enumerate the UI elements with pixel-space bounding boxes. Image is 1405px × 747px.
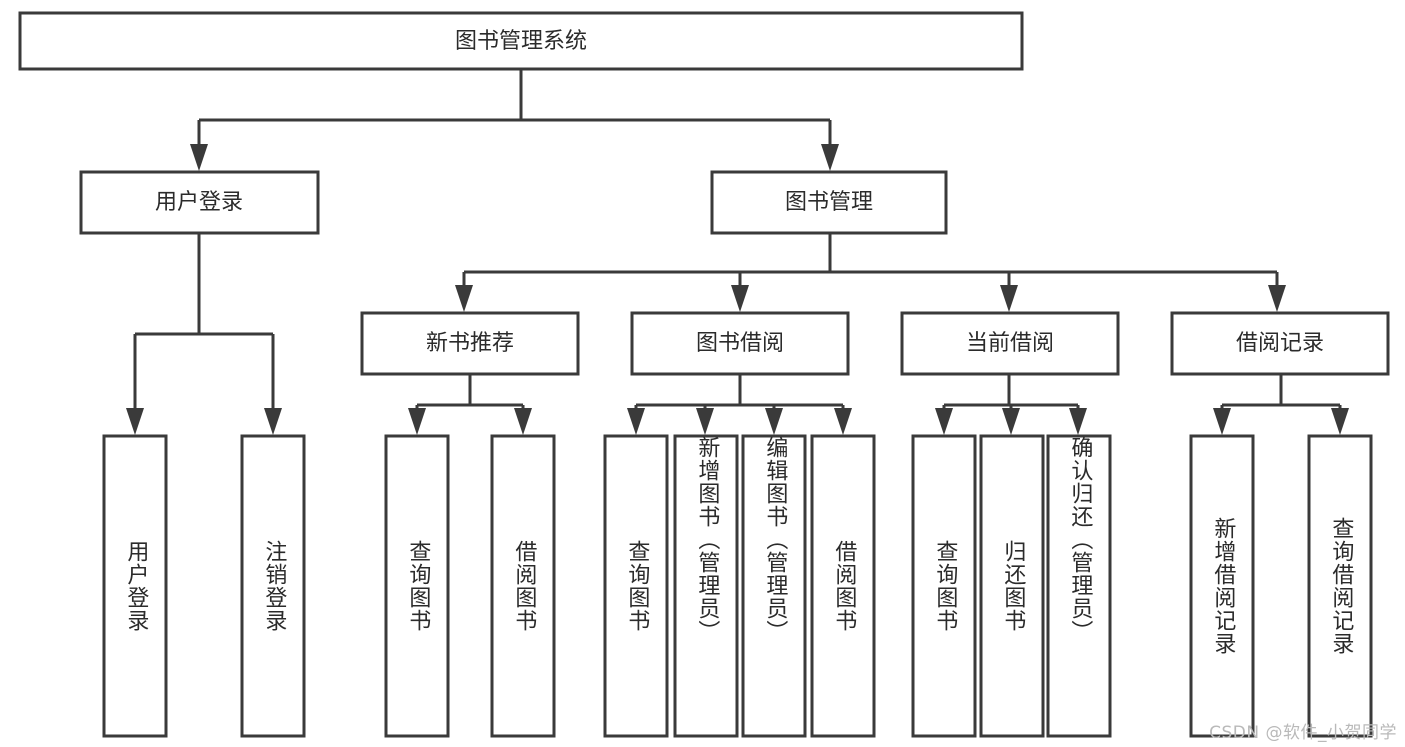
arrow-head-icon	[514, 408, 532, 435]
node-root-box[interactable]	[18, 11, 1024, 71]
arrow-head-icon	[190, 144, 208, 171]
watermark-label: CSDN @软件_小贺同学	[1209, 723, 1397, 743]
node-book-management-label: 图书管理	[785, 190, 873, 215]
node-current-borrow-label: 当前借阅	[966, 331, 1054, 356]
node-borrow-record-label: 借阅记录	[1236, 331, 1324, 356]
node-new-book-recommend-box[interactable]	[360, 311, 580, 376]
node-book-management-box[interactable]	[710, 170, 948, 235]
edge-group-bookborrow	[627, 374, 852, 435]
arrow-head-icon	[1002, 408, 1020, 435]
leaf-box-new-book-2[interactable]	[490, 434, 556, 738]
leaf-box-user-login-1[interactable]	[102, 434, 168, 738]
node-borrow-record[interactable]: 借阅记录	[1170, 311, 1390, 376]
edge-group-currentborrow	[935, 374, 1087, 435]
leaf-box-current-borrow-2[interactable]	[979, 434, 1045, 738]
arrow-head-icon	[264, 408, 282, 435]
edge-group-newbook	[408, 374, 532, 435]
node-book-management[interactable]: 图书管理	[710, 170, 948, 235]
edge-group-bookmgmt	[455, 233, 1286, 312]
leaf-box-book-borrow-2[interactable]	[673, 434, 739, 738]
arrow-head-icon	[821, 144, 839, 171]
leaf-box-user-login-2[interactable]	[240, 434, 306, 738]
node-current-borrow[interactable]: 当前借阅	[900, 311, 1120, 376]
leaf-box-new-book-1[interactable]	[384, 434, 450, 738]
edge-group-borrowrecord	[1213, 374, 1349, 435]
arrow-head-icon	[1331, 408, 1349, 435]
leaf-group-user-login	[102, 434, 306, 738]
edge-group-root	[190, 69, 839, 171]
node-borrow-record-box[interactable]	[1170, 311, 1390, 376]
leaf-box-book-borrow-4[interactable]	[810, 434, 876, 738]
arrow-head-icon	[1268, 285, 1286, 312]
arrow-head-icon	[935, 408, 953, 435]
node-user-login-box[interactable]	[79, 170, 320, 235]
arrow-head-icon	[1213, 408, 1231, 435]
leaf-group-borrow-record	[1189, 434, 1373, 738]
node-root[interactable]: 图书管理系统	[18, 11, 1024, 71]
node-root-label: 图书管理系统	[455, 29, 587, 54]
leaf-box-current-borrow-3[interactable]	[1046, 434, 1112, 738]
arrow-head-icon	[1000, 285, 1018, 312]
arrow-head-icon	[731, 285, 749, 312]
arrow-head-icon	[627, 408, 645, 435]
leaf-group-book-borrow	[603, 434, 876, 738]
arrow-head-icon	[834, 408, 852, 435]
leaf-box-borrow-record-1[interactable]	[1189, 434, 1255, 738]
node-new-book-recommend-label: 新书推荐	[426, 331, 514, 356]
node-book-borrow-label: 图书借阅	[696, 331, 784, 356]
leaf-box-book-borrow-1[interactable]	[603, 434, 669, 738]
leaf-group-new-book-recommend	[384, 434, 556, 738]
edge-group-userlogin	[126, 233, 282, 435]
leaf-box-borrow-record-2[interactable]	[1307, 434, 1373, 738]
leaf-box-book-borrow-3[interactable]	[741, 434, 807, 738]
node-current-borrow-box[interactable]	[900, 311, 1120, 376]
arrow-head-icon	[408, 408, 426, 435]
arrow-head-icon	[126, 408, 144, 435]
arrow-head-icon	[455, 285, 473, 312]
arrow-head-icon	[765, 408, 783, 435]
node-user-login[interactable]: 用户登录	[79, 170, 320, 235]
leaf-group-current-borrow	[911, 434, 1112, 738]
node-new-book-recommend[interactable]: 新书推荐	[360, 311, 580, 376]
node-book-borrow-box[interactable]	[630, 311, 850, 376]
arrow-head-icon	[1069, 408, 1087, 435]
node-user-login-label: 用户登录	[155, 190, 243, 215]
leaf-box-current-borrow-1[interactable]	[911, 434, 977, 738]
arrow-head-icon	[696, 408, 714, 435]
node-book-borrow[interactable]: 图书借阅	[630, 311, 850, 376]
